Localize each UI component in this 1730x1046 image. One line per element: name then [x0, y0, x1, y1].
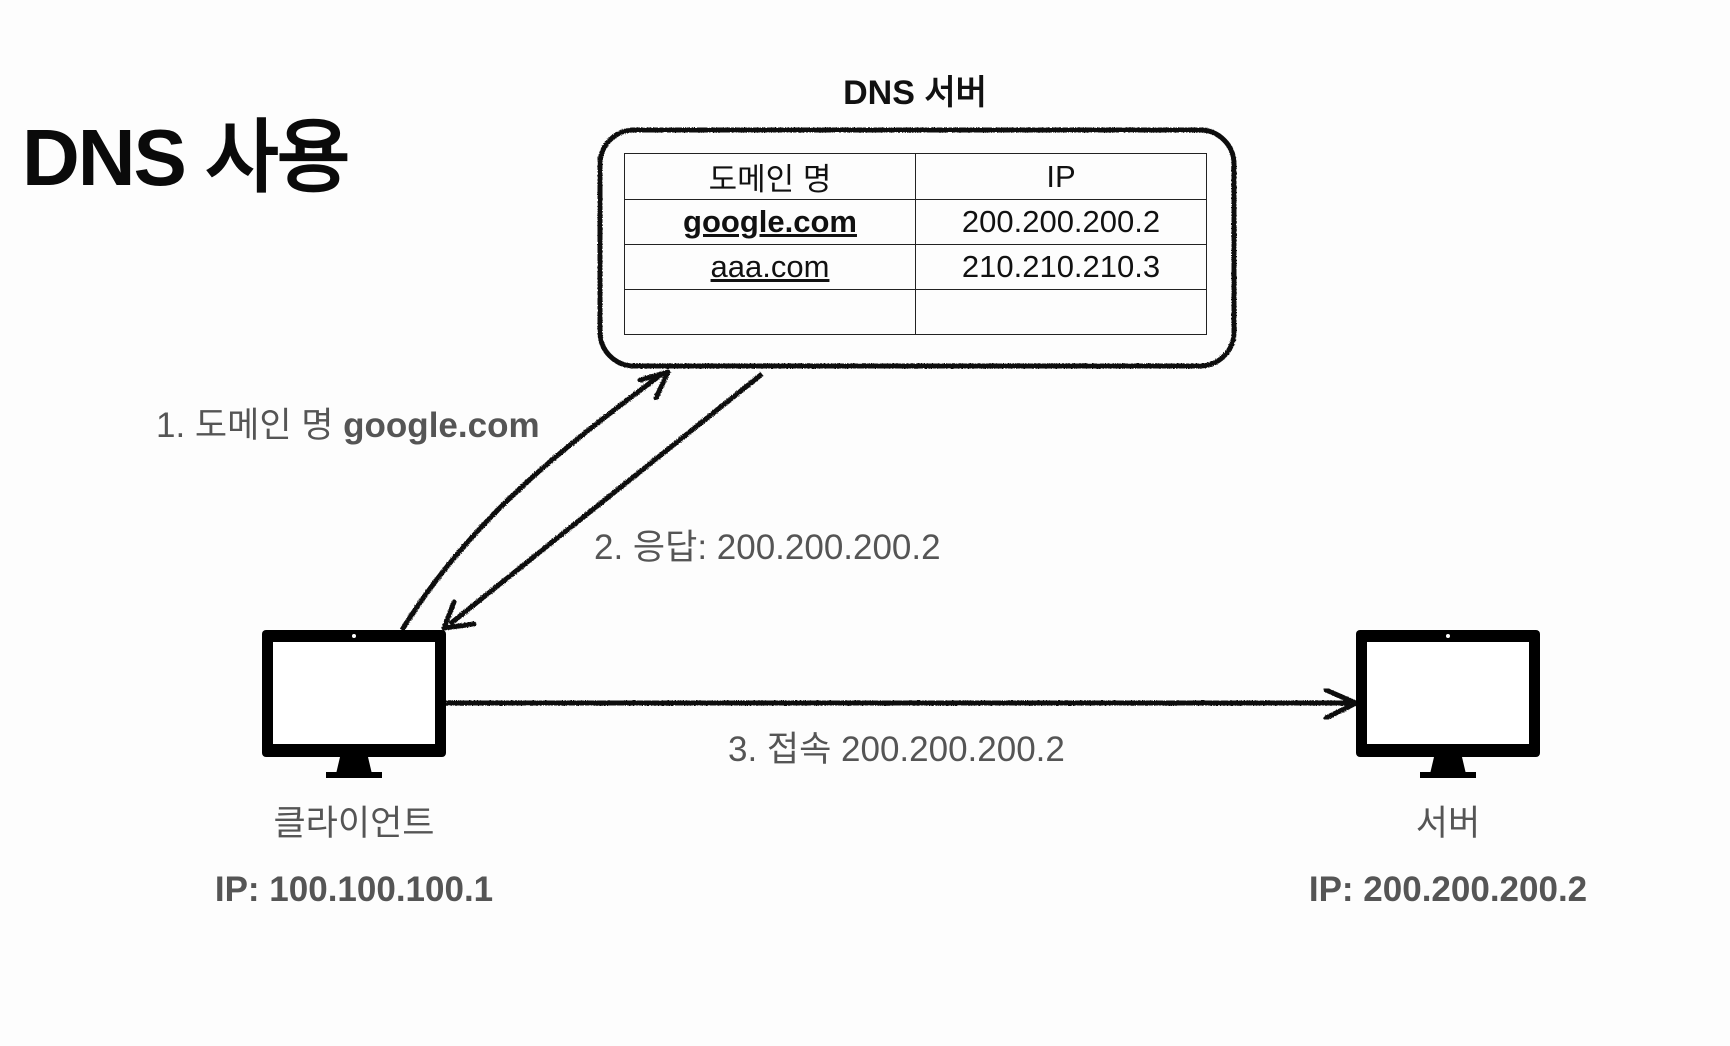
table-header-row: 도메인 명 IP	[624, 153, 1207, 200]
dns-table: 도메인 명 IP google.com 200.200.200.2 aaa.co…	[624, 153, 1207, 335]
step1-prefix: 1. 도메인 명	[156, 406, 344, 445]
domain-cell: google.com	[624, 199, 916, 245]
ip-cell: 210.210.210.3	[915, 244, 1207, 290]
domain-cell	[624, 289, 916, 335]
ip-cell	[915, 289, 1207, 335]
page-title: DNS 사용	[22, 113, 350, 202]
header-ip: IP	[915, 153, 1207, 200]
step3-label: 3. 접속 200.200.200.2	[728, 730, 1065, 769]
domain-cell: aaa.com	[624, 244, 916, 290]
step2-label: 2. 응답: 200.200.200.2	[594, 528, 941, 567]
domain-link[interactable]: aaa.com	[710, 249, 830, 284]
ip-cell: 200.200.200.2	[915, 199, 1207, 245]
request-arrow	[399, 369, 671, 632]
dns-server-title: DNS 서버	[0, 76, 1730, 110]
header-domain: 도메인 명	[624, 153, 916, 200]
step1-domain: google.com	[343, 406, 540, 445]
server-label: 서버	[1415, 804, 1481, 843]
dns-server-box	[597, 127, 1237, 369]
table-row	[624, 289, 1207, 335]
table-row: aaa.com 210.210.210.3	[624, 244, 1207, 290]
client-ip: IP: 100.100.100.1	[214, 870, 494, 909]
server-ip: IP: 200.200.200.2	[1308, 870, 1588, 909]
connect-arrow	[446, 687, 1359, 721]
client-monitor-icon	[262, 630, 446, 778]
step1-label: 1. 도메인 명 google.com	[156, 408, 540, 443]
server-monitor-icon	[1356, 630, 1540, 778]
table-row: google.com 200.200.200.2	[624, 199, 1207, 245]
domain-link[interactable]: google.com	[683, 204, 857, 239]
client-label: 클라이언트	[273, 804, 435, 843]
dns-server-title-text: DNS 서버	[843, 74, 987, 112]
response-arrow	[441, 372, 764, 631]
